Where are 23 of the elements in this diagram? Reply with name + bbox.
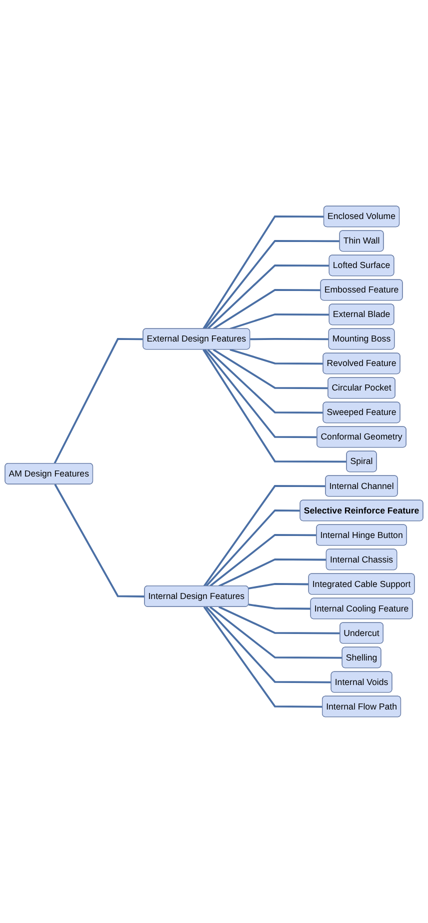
connector [248, 604, 311, 610]
connector [203, 485, 326, 587]
connector [209, 534, 317, 587]
connector [230, 314, 330, 330]
connector [54, 484, 145, 598]
connector [203, 606, 323, 708]
connector [207, 264, 330, 330]
connector [206, 606, 332, 684]
connector [248, 583, 309, 590]
connector [230, 348, 324, 365]
connector [209, 606, 342, 659]
connector [206, 510, 300, 587]
connector [207, 348, 324, 414]
connector [204, 240, 340, 330]
connector [212, 348, 328, 390]
connector [202, 216, 324, 330]
connector [218, 558, 327, 588]
connector [202, 349, 347, 463]
connector [218, 606, 340, 634]
connector [204, 349, 318, 438]
connector [212, 289, 321, 330]
connector [250, 338, 329, 340]
connector [54, 338, 144, 464]
